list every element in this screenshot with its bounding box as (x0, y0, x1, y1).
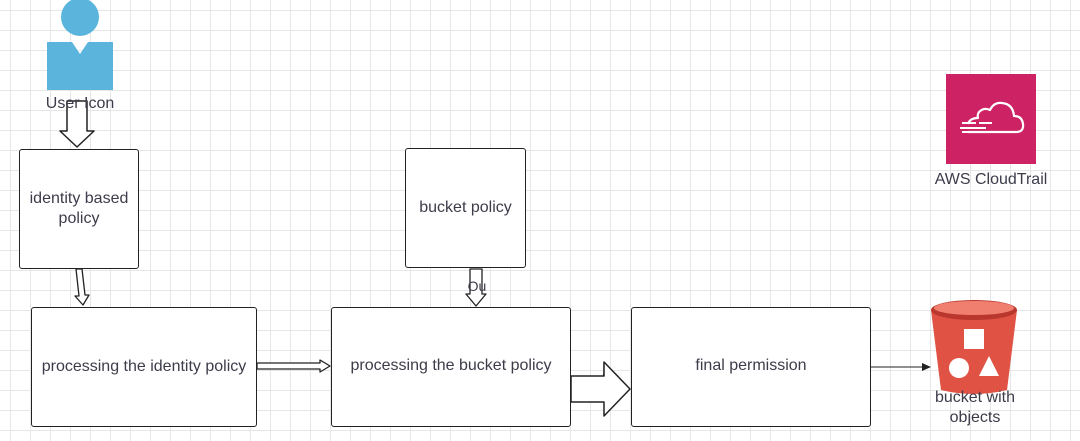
bucket-policy-text: bucket policy (419, 199, 512, 216)
user-icon-label: User Icon (45, 95, 115, 112)
bucket-policy-box[interactable]: bucket policy (405, 148, 526, 268)
bucket-label: bucket with objects (934, 389, 1016, 426)
cloudtrail-icon (946, 74, 1036, 164)
processing-bucket-policy-text: processing the bucket policy (350, 357, 552, 374)
arrow-user-to-identity-policy (59, 100, 95, 148)
cloudtrail-label: AWS CloudTrail (934, 171, 1048, 188)
arrow-bucket-processing-to-final (570, 361, 631, 417)
connector-label: Ou (467, 278, 487, 294)
final-permission-box[interactable]: final permission (631, 307, 871, 427)
user-icon (47, 0, 113, 90)
identity-based-policy-text: identity based policy (29, 190, 129, 227)
arrow-bucket-policy-to-processing (465, 268, 487, 307)
arrow-identity-to-processing (74, 268, 90, 306)
identity-based-policy-box[interactable]: identity based policy (19, 149, 139, 269)
processing-bucket-policy-box[interactable]: processing the bucket policy (331, 307, 571, 427)
processing-identity-policy-box[interactable]: processing the identity policy (31, 307, 257, 427)
arrow-identity-processing-to-bucket-processing (256, 359, 331, 373)
arrow-final-to-bucket-head (922, 363, 931, 371)
s3-bucket-icon (931, 300, 1017, 394)
processing-identity-policy-text: processing the identity policy (41, 358, 247, 375)
final-permission-text: final permission (695, 357, 807, 374)
